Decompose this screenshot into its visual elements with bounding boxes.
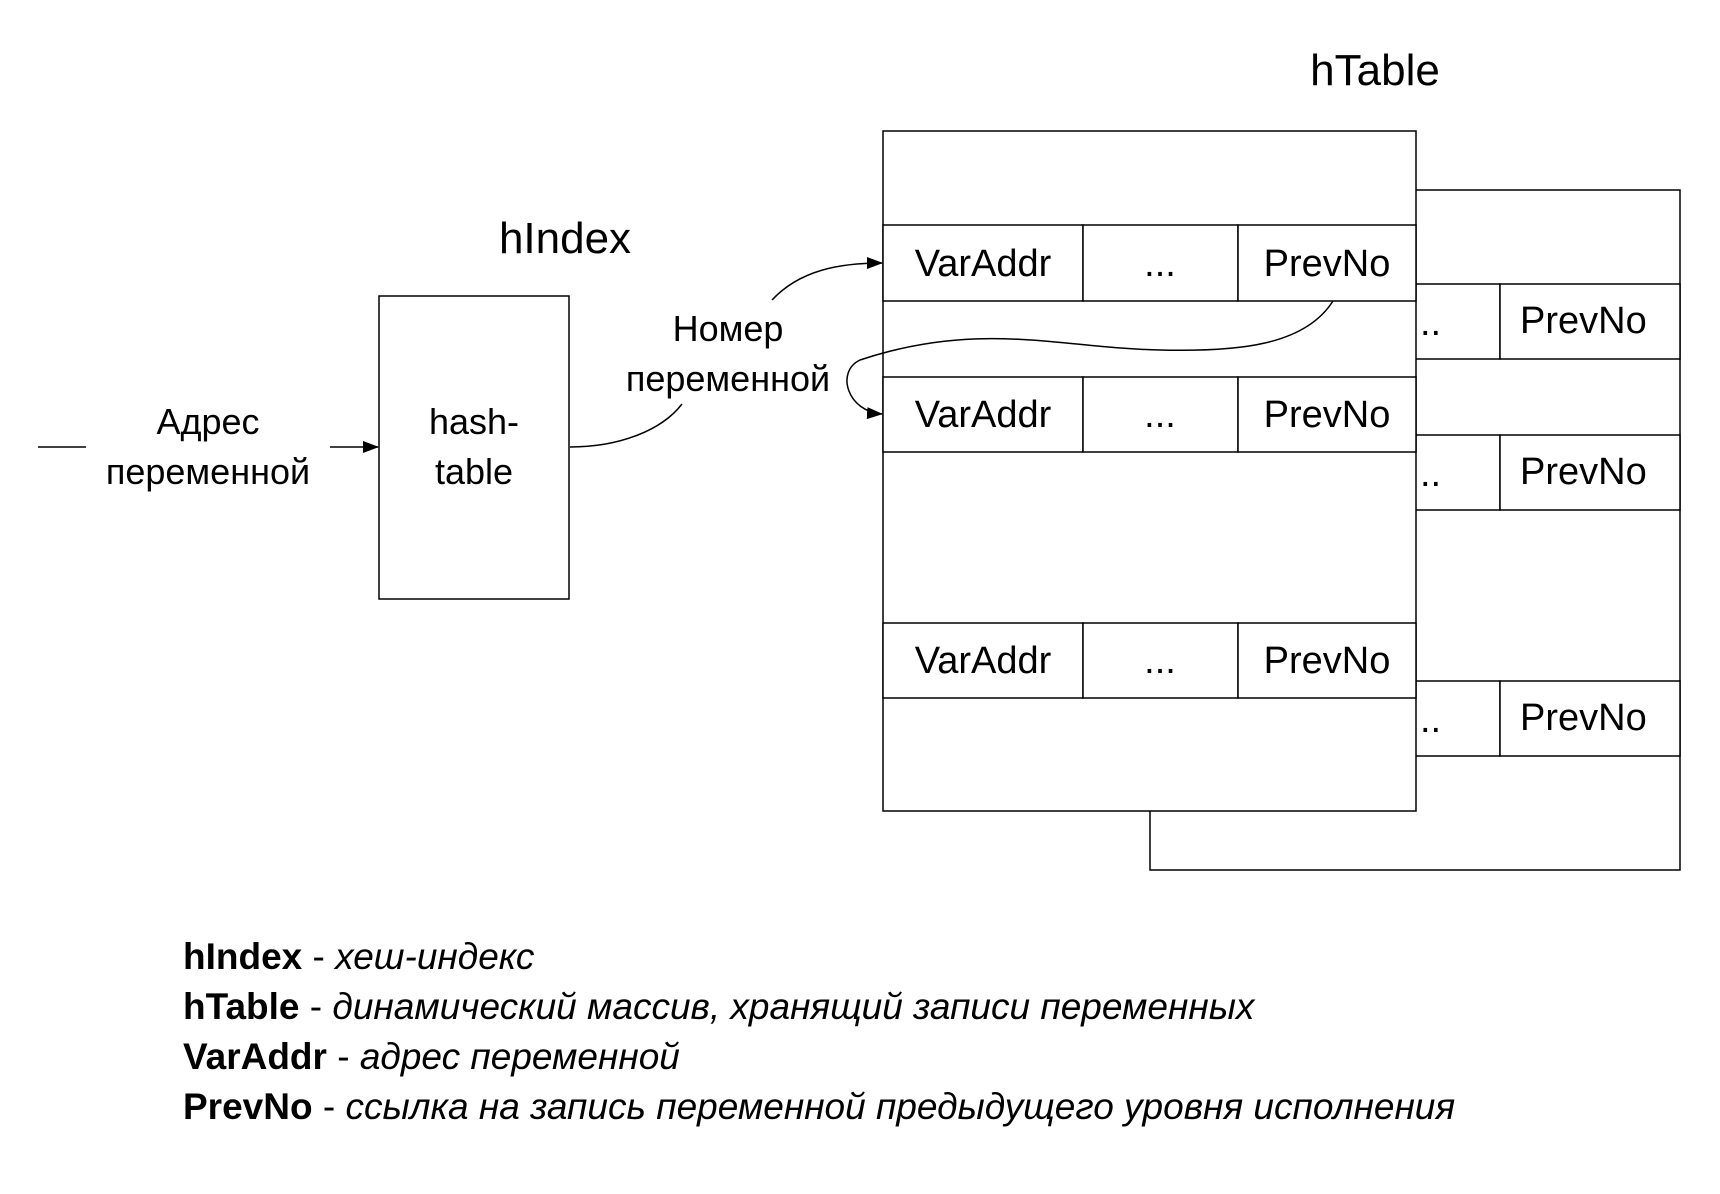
back-row-1-mid: .. bbox=[1420, 302, 1441, 344]
back-row-2-prevno: PrevNo bbox=[1520, 451, 1647, 493]
back-row-3-prevno: PrevNo bbox=[1520, 697, 1647, 739]
legend: hIndex - хеш-индекс hTable - динамически… bbox=[183, 932, 1455, 1132]
back-row-2-mid: .. bbox=[1420, 453, 1441, 495]
htable-front-row-1: VarAddr ... PrevNo bbox=[882, 224, 1417, 302]
legend-definition: динамический массив, хранящий записи пер… bbox=[332, 986, 1255, 1027]
htable-title: hTable bbox=[1310, 46, 1440, 95]
legend-sep: - bbox=[312, 1086, 346, 1127]
legend-term: hIndex bbox=[183, 936, 303, 977]
legend-sep: - bbox=[326, 1036, 360, 1077]
hindex-title: hIndex bbox=[499, 214, 631, 263]
front-row-1-varaddr: VarAddr bbox=[915, 243, 1052, 285]
input-label-line1: Адрес bbox=[156, 401, 259, 442]
output-label-line2: переменной bbox=[626, 358, 830, 399]
front-row-1-prevno: PrevNo bbox=[1264, 243, 1391, 285]
output-label-line1: Номер bbox=[673, 308, 784, 349]
front-row-3-mid: ... bbox=[1144, 640, 1176, 682]
front-row-3-prevno: PrevNo bbox=[1264, 640, 1391, 682]
hashtable-box bbox=[378, 295, 570, 600]
front-row-2-prevno: PrevNo bbox=[1264, 394, 1391, 436]
hashtable-label-line2: table bbox=[435, 451, 513, 492]
legend-item-hindex: hIndex - хеш-индекс bbox=[183, 932, 1455, 982]
front-row-2-varaddr: VarAddr bbox=[915, 394, 1052, 436]
htable-front-table: VarAddr ... PrevNo VarAddr ... PrevNo Va… bbox=[882, 130, 1417, 812]
legend-item-prevno: PrevNo - ссылка на запись переменной пре… bbox=[183, 1082, 1455, 1132]
front-row-1-mid: ... bbox=[1144, 243, 1176, 285]
arrow-to-row-1 bbox=[771, 257, 883, 301]
legend-sep: - bbox=[302, 936, 336, 977]
hashtable-label-line1: hash- bbox=[429, 401, 519, 442]
legend-term: VarAddr bbox=[183, 1036, 327, 1077]
legend-item-htable: hTable - динамический массив, хранящий з… bbox=[183, 982, 1455, 1032]
htable-front-row-3: VarAddr ... PrevNo bbox=[882, 622, 1417, 699]
input-label-line2: переменной bbox=[106, 451, 310, 492]
legend-definition: ссылка на запись переменной предыдущего … bbox=[345, 1086, 1456, 1127]
legend-item-varaddr: VarAddr - адрес переменной bbox=[183, 1032, 1455, 1082]
back-row-3-mid: .. bbox=[1420, 699, 1441, 741]
legend-definition: хеш-индекс bbox=[335, 936, 535, 977]
prevno-link-arrow bbox=[846, 300, 1334, 420]
front-row-2-mid: ... bbox=[1144, 394, 1176, 436]
htable-front-row-2: VarAddr ... PrevNo bbox=[882, 376, 1417, 453]
hash-output-curve bbox=[569, 403, 683, 448]
legend-term: hTable bbox=[183, 986, 300, 1027]
back-row-1-prevno: PrevNo bbox=[1520, 300, 1647, 342]
legend-definition: адрес переменной bbox=[359, 1036, 680, 1077]
front-row-3-varaddr: VarAddr bbox=[915, 640, 1052, 682]
legend-sep: - bbox=[299, 986, 333, 1027]
legend-term: PrevNo bbox=[183, 1086, 313, 1127]
